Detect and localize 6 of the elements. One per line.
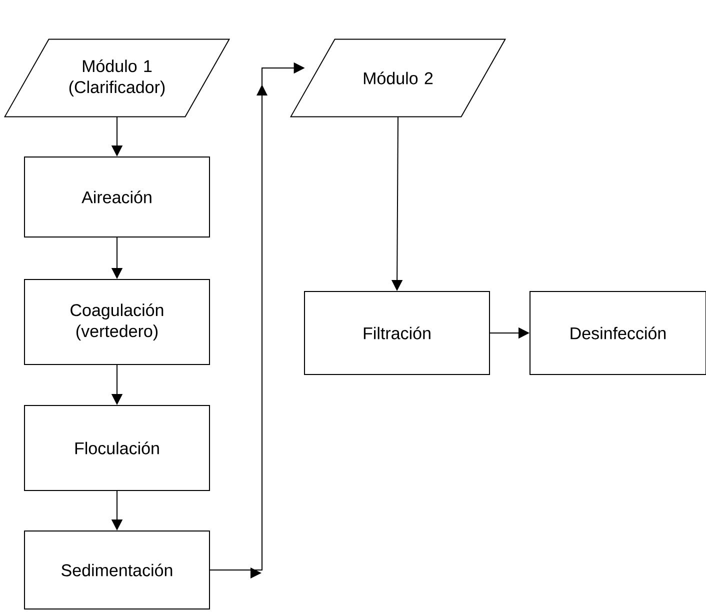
process-box: Desinfección — [530, 290, 706, 375]
process-box: Aireación — [24, 156, 210, 238]
process-box: Sedimentación — [24, 530, 210, 610]
process-box: Coagulación (vertedero) — [24, 279, 210, 365]
process-box: Filtración — [304, 290, 490, 375]
process-box: Floculación — [24, 404, 210, 491]
